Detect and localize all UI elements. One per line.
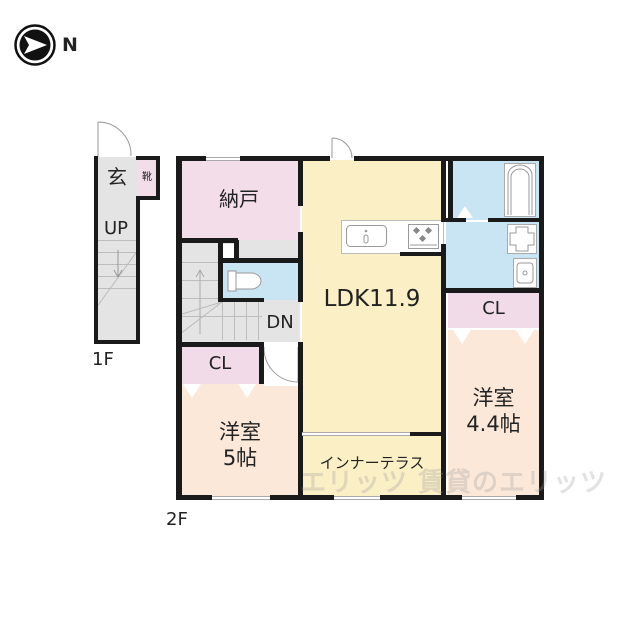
- 1f-floor-label: 1F: [92, 349, 114, 370]
- stairs-up-arrow-icon: [179, 262, 270, 342]
- inner-terrace: [302, 434, 442, 496]
- ldk-label: LDK11.9: [323, 286, 421, 312]
- entrance-door-icon: [97, 120, 133, 158]
- balcony-door-icon: [331, 137, 353, 159]
- stairs-diagonal: [95, 249, 139, 310]
- ldk-room: [302, 160, 442, 432]
- bath-door-marker: [457, 206, 473, 218]
- stove-icon: [408, 224, 439, 250]
- western-room-east-size: 4.4帖: [466, 412, 521, 436]
- western-room-west-name: 洋室: [219, 420, 261, 444]
- 2f-floor-label: 2F: [166, 509, 188, 530]
- wash-basin-icon: [513, 258, 537, 288]
- room-door-icon: [263, 346, 300, 384]
- toilet-vestibule: [220, 244, 234, 258]
- western-room-east-name: 洋室: [472, 386, 515, 410]
- western-room-west-size: 5帖: [222, 446, 258, 470]
- western-room-east: [448, 330, 539, 496]
- watermark: エリッツ 賃貸のエリッツ: [300, 468, 608, 498]
- washing-machine-icon: [507, 224, 537, 254]
- closet-west: [180, 346, 260, 384]
- 1f-stairs-label: UP: [103, 218, 129, 239]
- shoe-closet: [138, 160, 156, 198]
- storage-room: [180, 160, 300, 240]
- 1f-stairs-area: [96, 157, 138, 340]
- western-room-west: [180, 384, 300, 496]
- north-arrow-icon: [14, 24, 56, 66]
- bathtub-icon: [504, 163, 536, 217]
- toilet-icon: [227, 268, 263, 294]
- 2f-stairs-label: DN: [266, 312, 294, 333]
- entrance-label: 玄: [107, 165, 127, 189]
- closet-west-label: CL: [208, 353, 232, 374]
- closet-east: [448, 292, 539, 328]
- sink-icon: [346, 225, 388, 249]
- hall-door-area: [264, 346, 300, 386]
- storage-label: 納戸: [219, 187, 259, 211]
- dn-landing: [262, 302, 300, 342]
- compass-label: N: [62, 34, 78, 56]
- shoe-closet-label: 靴: [142, 172, 152, 183]
- closet-east-label: CL: [482, 298, 505, 319]
- inner-terrace-label: インナーテラス: [319, 454, 425, 472]
